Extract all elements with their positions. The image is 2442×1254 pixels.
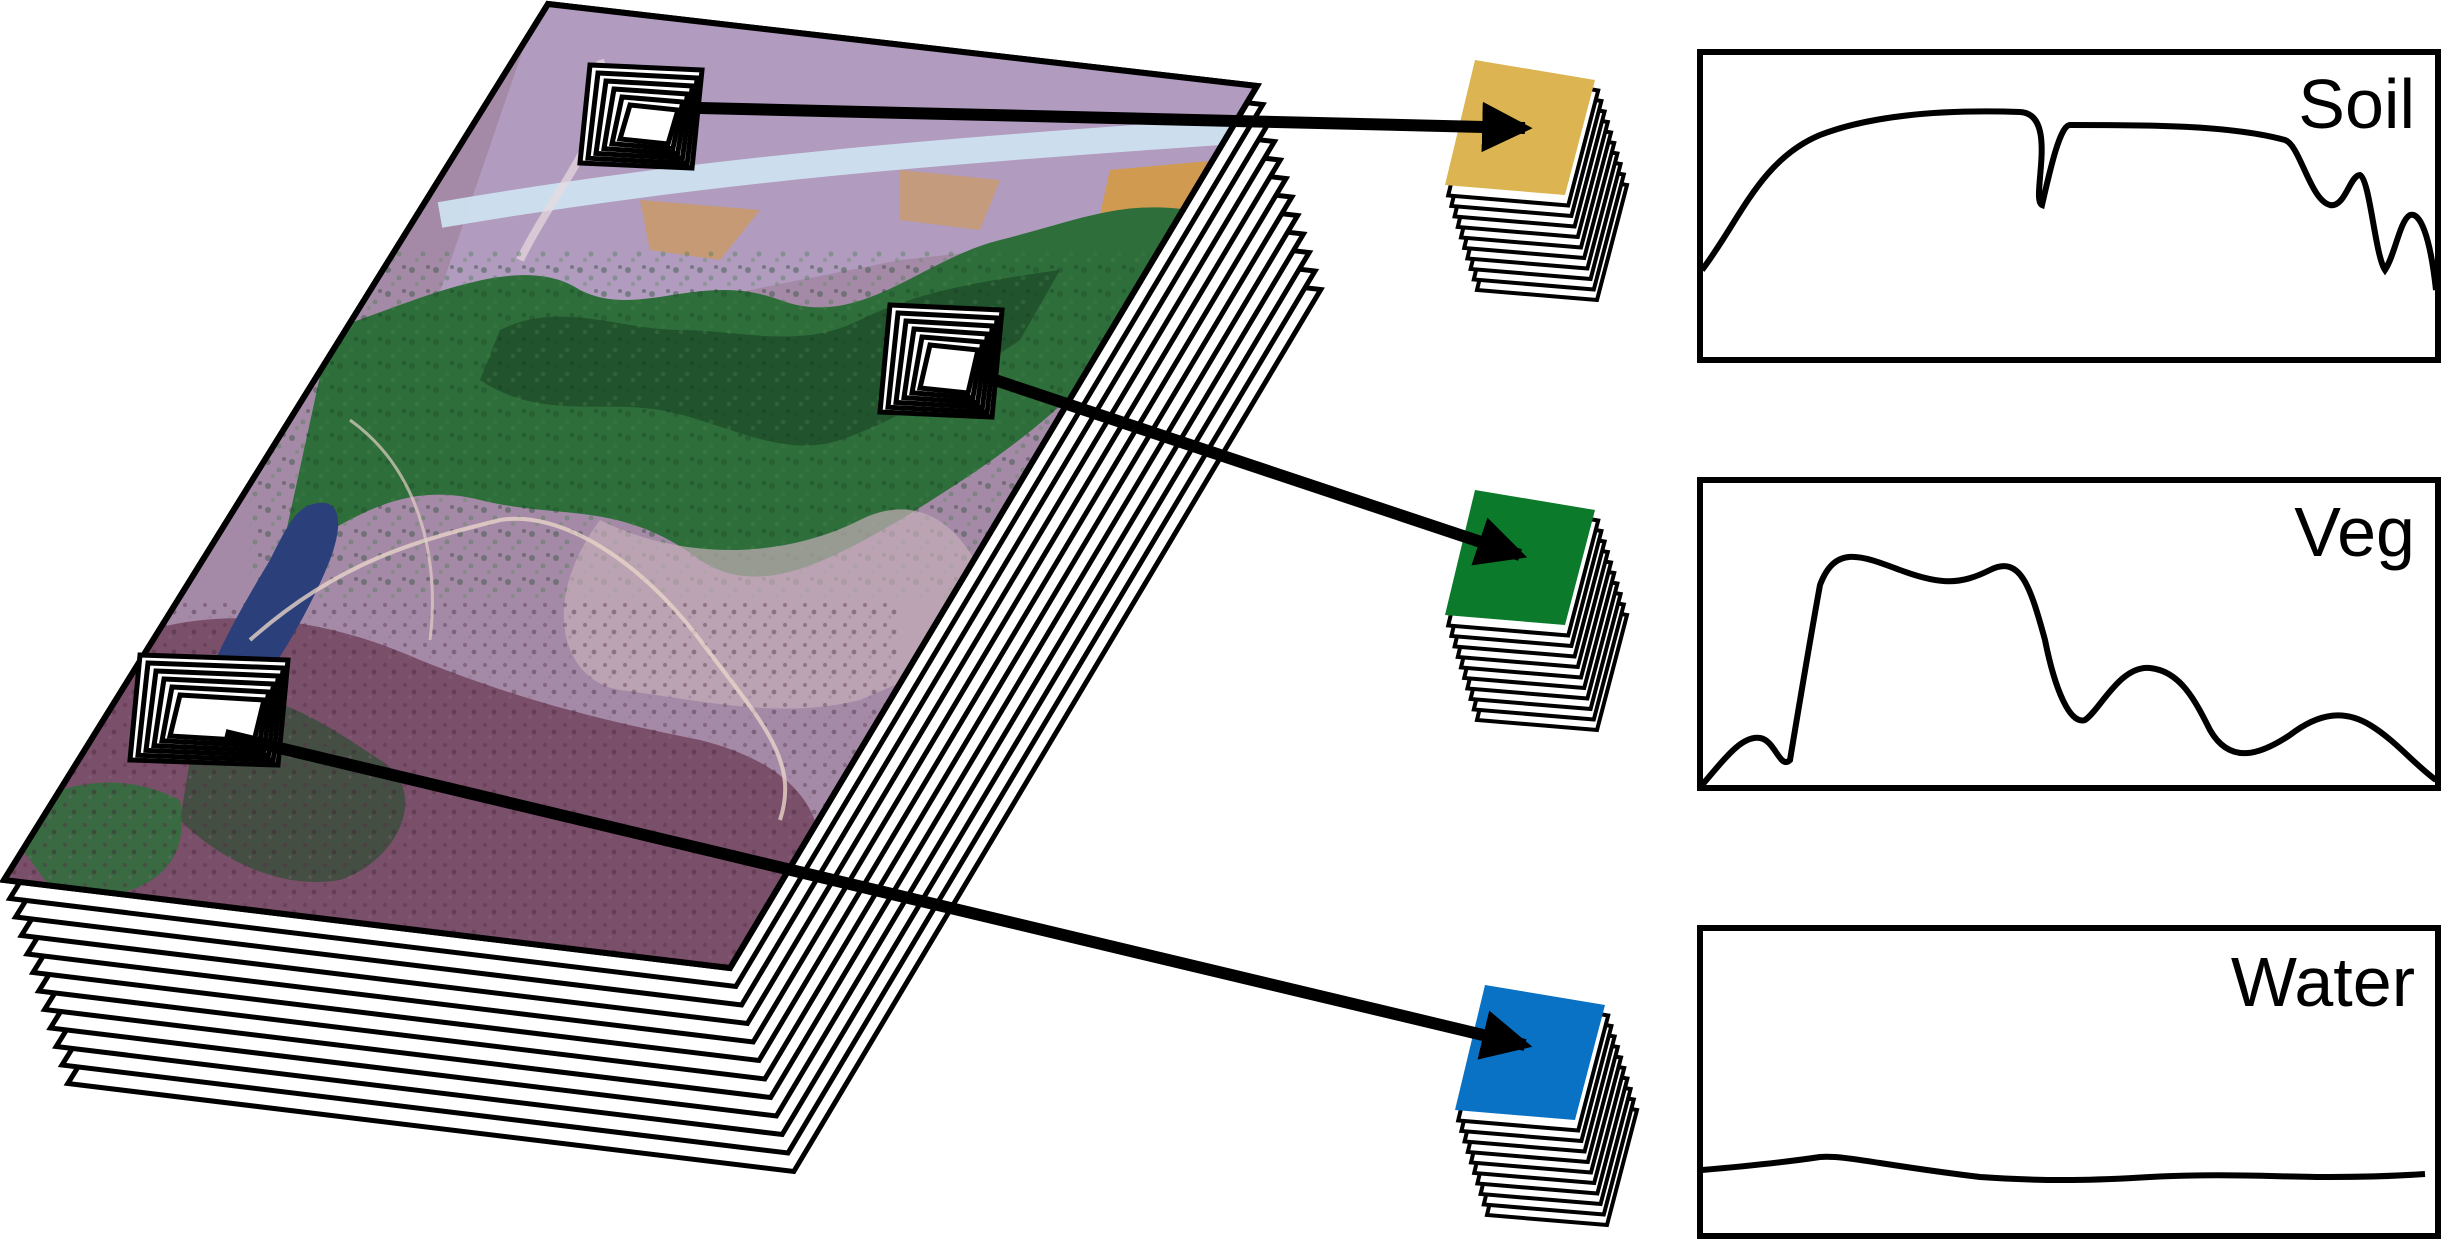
spectrum-frame bbox=[1697, 477, 2441, 791]
spectrum-frame bbox=[1697, 49, 2441, 363]
sample-windows bbox=[127, 62, 1005, 768]
arrow-soil bbox=[699, 101, 1533, 153]
spectrum-label-water: Water bbox=[2231, 943, 2415, 1021]
arrows bbox=[223, 101, 1533, 1060]
aerial-image-outline bbox=[0, 0, 1262, 972]
spectrum-label-veg: Veg bbox=[2294, 493, 2415, 571]
arrow-veg bbox=[978, 369, 1528, 566]
trail bbox=[349, 418, 434, 641]
spectrum-label-soil: Soil bbox=[2298, 65, 2415, 143]
soil-patch bbox=[900, 170, 1000, 230]
window-layer bbox=[166, 692, 268, 744]
sample-window bbox=[877, 302, 1005, 420]
soil-patch bbox=[640, 200, 760, 260]
window-layer bbox=[916, 342, 982, 396]
trail bbox=[248, 516, 788, 821]
spectrum-curve-veg bbox=[1699, 553, 2438, 788]
spectrum-frame bbox=[1697, 925, 2441, 1239]
pixel-stacks bbox=[1445, 60, 1640, 1228]
spectrum-panel-soil: Soil bbox=[1697, 49, 2441, 363]
spectrum-panel-water: Water bbox=[1697, 925, 2441, 1239]
sample-window bbox=[577, 62, 705, 171]
pixel-stack bbox=[1445, 490, 1630, 733]
arrow-water bbox=[223, 729, 1533, 1060]
spectrum-panel-veg: Veg bbox=[1697, 477, 2441, 791]
spectrum-curve-soil bbox=[1699, 108, 2439, 291]
pixel-stack bbox=[1445, 60, 1630, 303]
window-layer bbox=[616, 102, 682, 147]
spectrum-curve-water bbox=[1701, 1153, 2426, 1184]
pixel-stack bbox=[1455, 985, 1640, 1228]
